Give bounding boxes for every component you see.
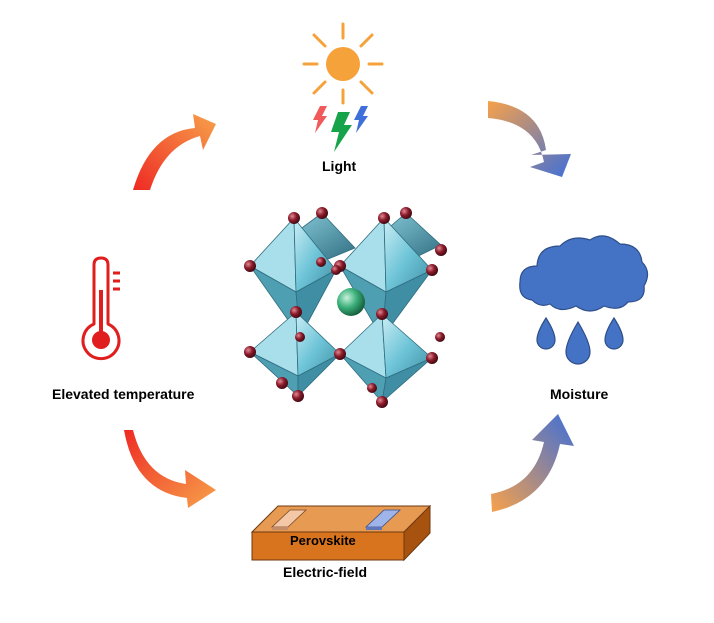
label-electric-field: Electric-field [283, 564, 368, 580]
label-moisture: Moisture [550, 386, 609, 402]
sun-icon [302, 22, 384, 105]
perovskite-crystal-icon [244, 207, 447, 408]
arrow-temp-to-light [133, 114, 216, 190]
thermometer-icon [81, 256, 121, 361]
arrow-field-to-moisture [491, 414, 574, 512]
lightning-icon [313, 106, 368, 152]
label-light: Light [322, 158, 357, 174]
label-elevated-temperature: Elevated temperature [52, 386, 195, 402]
cloud-rain-icon [519, 235, 649, 365]
perovskite-device-icon [250, 504, 432, 562]
label-perovskite: Perovskite [290, 533, 356, 548]
arrow-temp-to-field [124, 430, 216, 508]
arrow-light-to-moisture [488, 101, 571, 177]
